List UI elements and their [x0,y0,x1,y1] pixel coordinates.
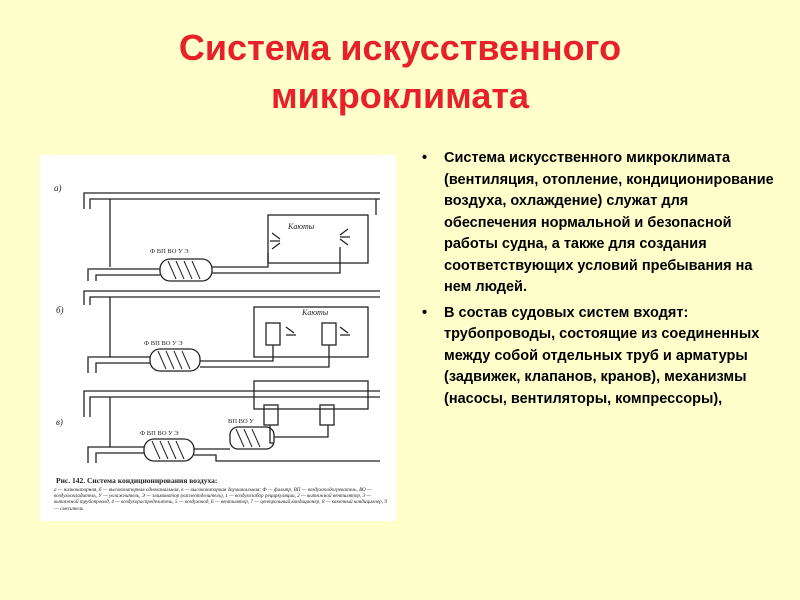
unit-label-a: Ф ВП ВО У Э [150,248,189,255]
slide-title: Система искусственного микроклимата [0,24,800,120]
figure-caption-text: а — низконапорная, б — высоконапорная од… [54,487,387,512]
variant-label-a: а) [54,183,62,193]
unit-label-v1: Ф ВП ВО У Э [140,430,179,437]
cabin-label-b: Каюты [301,308,329,317]
variant-label-b: б) [56,305,64,315]
cabin-label-a: Каюты [287,222,315,231]
unit-label-b: Ф ВП ВО У Э [144,340,183,347]
figure-caption-title: Рис. 142. Система кондиционирования возд… [56,476,217,485]
title-line-2: микроклимата [270,75,530,116]
air-conditioning-diagram: а) Каюты Ф ВП ВО У Э б) Каюты [40,155,396,521]
unit-label-v2: ВП ВО У [228,418,254,425]
variant-label-v: в) [56,417,63,427]
title-line-1: Система искусственного [178,27,622,68]
bullet-item-2: В состав судовых систем входят: трубопро… [420,303,780,411]
bullet-item-1: Система искусственного микроклимата (вен… [420,148,780,299]
bullet-list: Система искусственного микроклимата (вен… [420,148,780,414]
